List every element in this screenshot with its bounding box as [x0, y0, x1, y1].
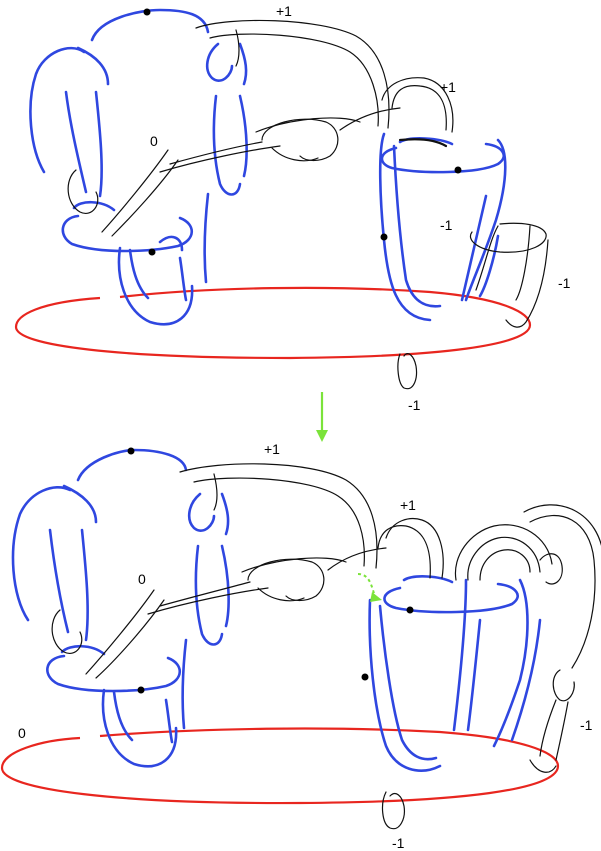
top-dot-left-circle: [148, 248, 156, 256]
bottom-label-minus1-b: -1: [392, 835, 405, 851]
bottom-small-black-loop: [381, 791, 405, 830]
bottom-black-curves: [51, 463, 601, 773]
green-dashed-arrow-icon: [357, 573, 382, 602]
top-dot-cup: [454, 166, 462, 174]
bottom-label-plus1-a: +1: [264, 441, 280, 457]
top-dot-arch: [143, 8, 151, 16]
top-dots: [143, 8, 462, 256]
top-small-black-loop: [397, 353, 418, 390]
bottom-dot-arch: [127, 447, 135, 455]
top-label-zero: 0: [150, 133, 158, 149]
top-label-minus1-b: -1: [558, 275, 571, 291]
top-red-circle: [14, 286, 532, 360]
top-thick-segment: [398, 138, 448, 148]
top-black-curves: [67, 19, 549, 328]
top-label-minus1-c: -1: [408, 397, 421, 413]
bottom-dot-left-circle: [137, 686, 145, 694]
bottom-blue-curves: [11, 448, 542, 772]
bottom-dot-cup-side: [361, 673, 369, 681]
top-label-plus1-b: +1: [440, 79, 456, 95]
bottom-dot-cup: [406, 606, 414, 614]
top-diagram: +1 +1 0 -1 -1 -1: [14, 3, 571, 413]
top-dot-cup-side: [380, 233, 388, 241]
top-label-plus1-a: +1: [276, 3, 292, 19]
bottom-label-zero-b: 0: [18, 725, 26, 741]
bottom-label-plus1-b: +1: [400, 497, 416, 513]
top-blue-curves: [29, 8, 507, 326]
bottom-label-minus1-a: -1: [580, 717, 593, 733]
top-label-minus1-a: -1: [440, 217, 453, 233]
bottom-dots: [127, 447, 414, 694]
bottom-diagram: +1 +1 0 0 -1 -1: [0, 441, 601, 851]
bottom-red-circle: [0, 727, 560, 805]
bottom-label-zero-a: 0: [138, 571, 146, 587]
down-arrow-icon: [316, 392, 328, 442]
